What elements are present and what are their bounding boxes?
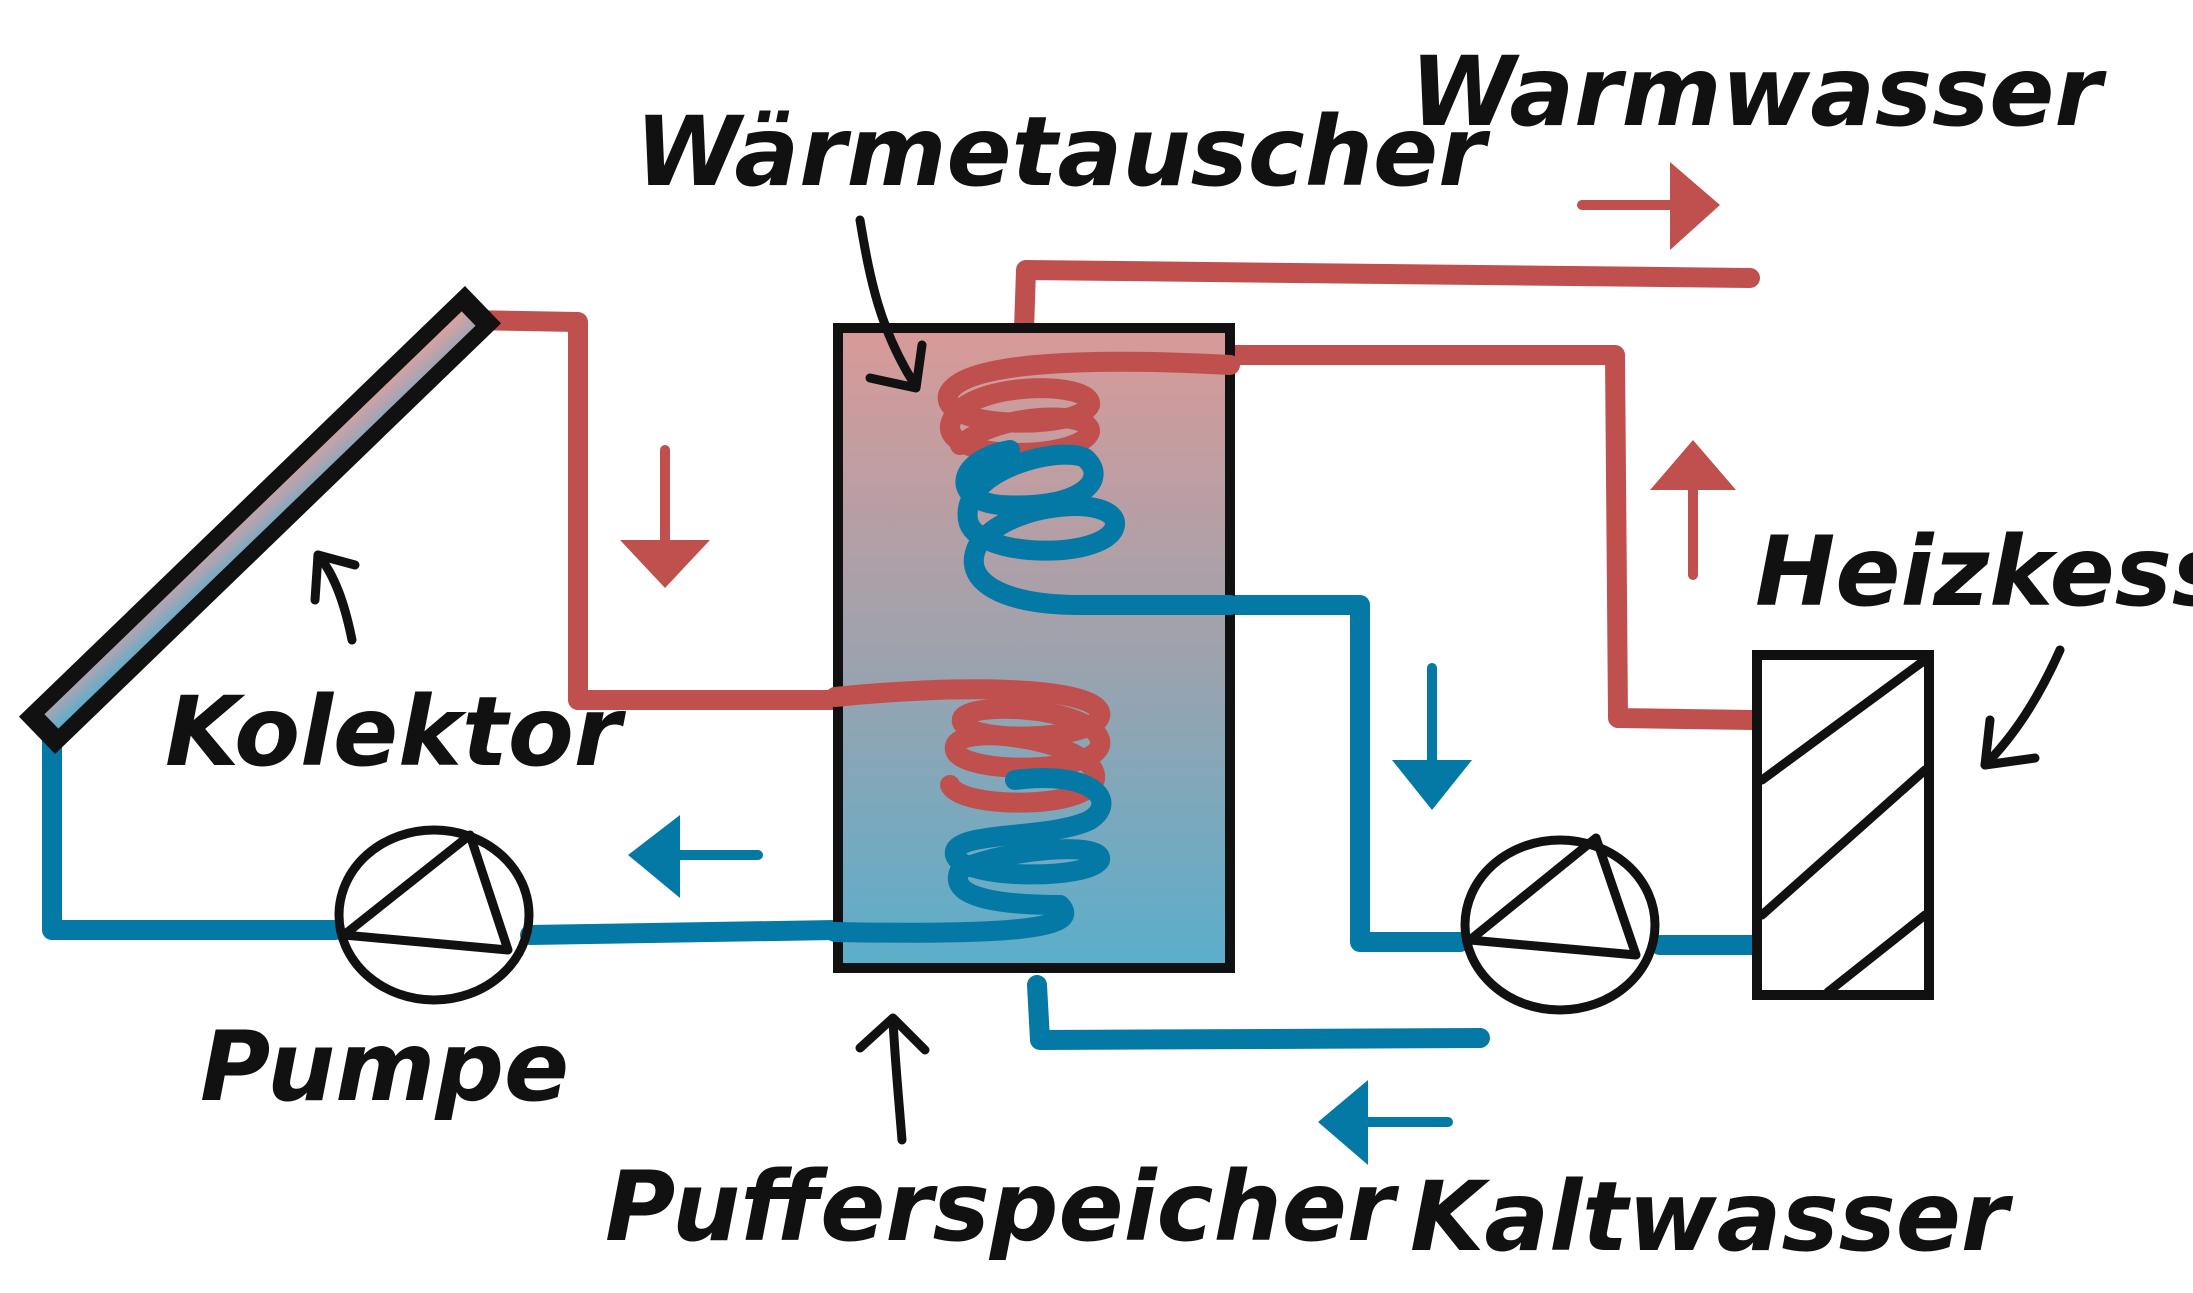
labels: Wärmetauscher Warmwasser Kolektor Heizke… [165,36,2193,1273]
pump-to-tank-pipe [520,920,845,945]
collector-hot-pipe [425,310,845,710]
label-collector: Kolektor [165,676,627,788]
upper-heat-exchanger-coil [937,351,1240,615]
heat-exchanger-pointer-icon [855,215,927,393]
label-buffer-tank: Pufferspeicher [605,1151,1400,1263]
label-warm-water: Warmwasser [1410,36,2107,148]
collector-panel [44,311,476,729]
arrow-down-cold-icon [1392,663,1472,810]
flow-arrows [620,162,1736,1165]
warm-water-outlet-pipe [1014,260,1760,340]
arrow-right-hot-icon [1577,162,1720,250]
boiler-supply-pipe [1220,345,1762,730]
arrow-up-hot-icon [1650,440,1736,580]
solar-pump [334,825,534,1005]
boiler-return-pipe [1220,595,1470,952]
boiler-pump [1460,833,1660,1015]
buffer-tank-pointer-icon [855,1013,930,1145]
label-boiler: Heizkessel [1755,516,2193,628]
boiler [1752,650,1934,1000]
arrow-left-cold-water-icon [1318,1080,1453,1165]
arrow-left-cold-icon [628,815,763,898]
cold-water-inlet-pipe [1027,975,1490,1050]
label-heat-exchanger: Wärmetauscher [635,96,1491,208]
boiler-pointer-icon [1980,645,2065,770]
label-pump: Pumpe [200,1011,569,1123]
label-cold-water: Kaltwasser [1410,1161,2014,1273]
pointer-arrows [310,215,2065,1145]
arrow-down-hot-icon [620,445,710,588]
solar-collector [18,285,502,755]
collector-pointer-icon [310,550,360,645]
lower-heat-exchanger-coil [825,679,1112,943]
